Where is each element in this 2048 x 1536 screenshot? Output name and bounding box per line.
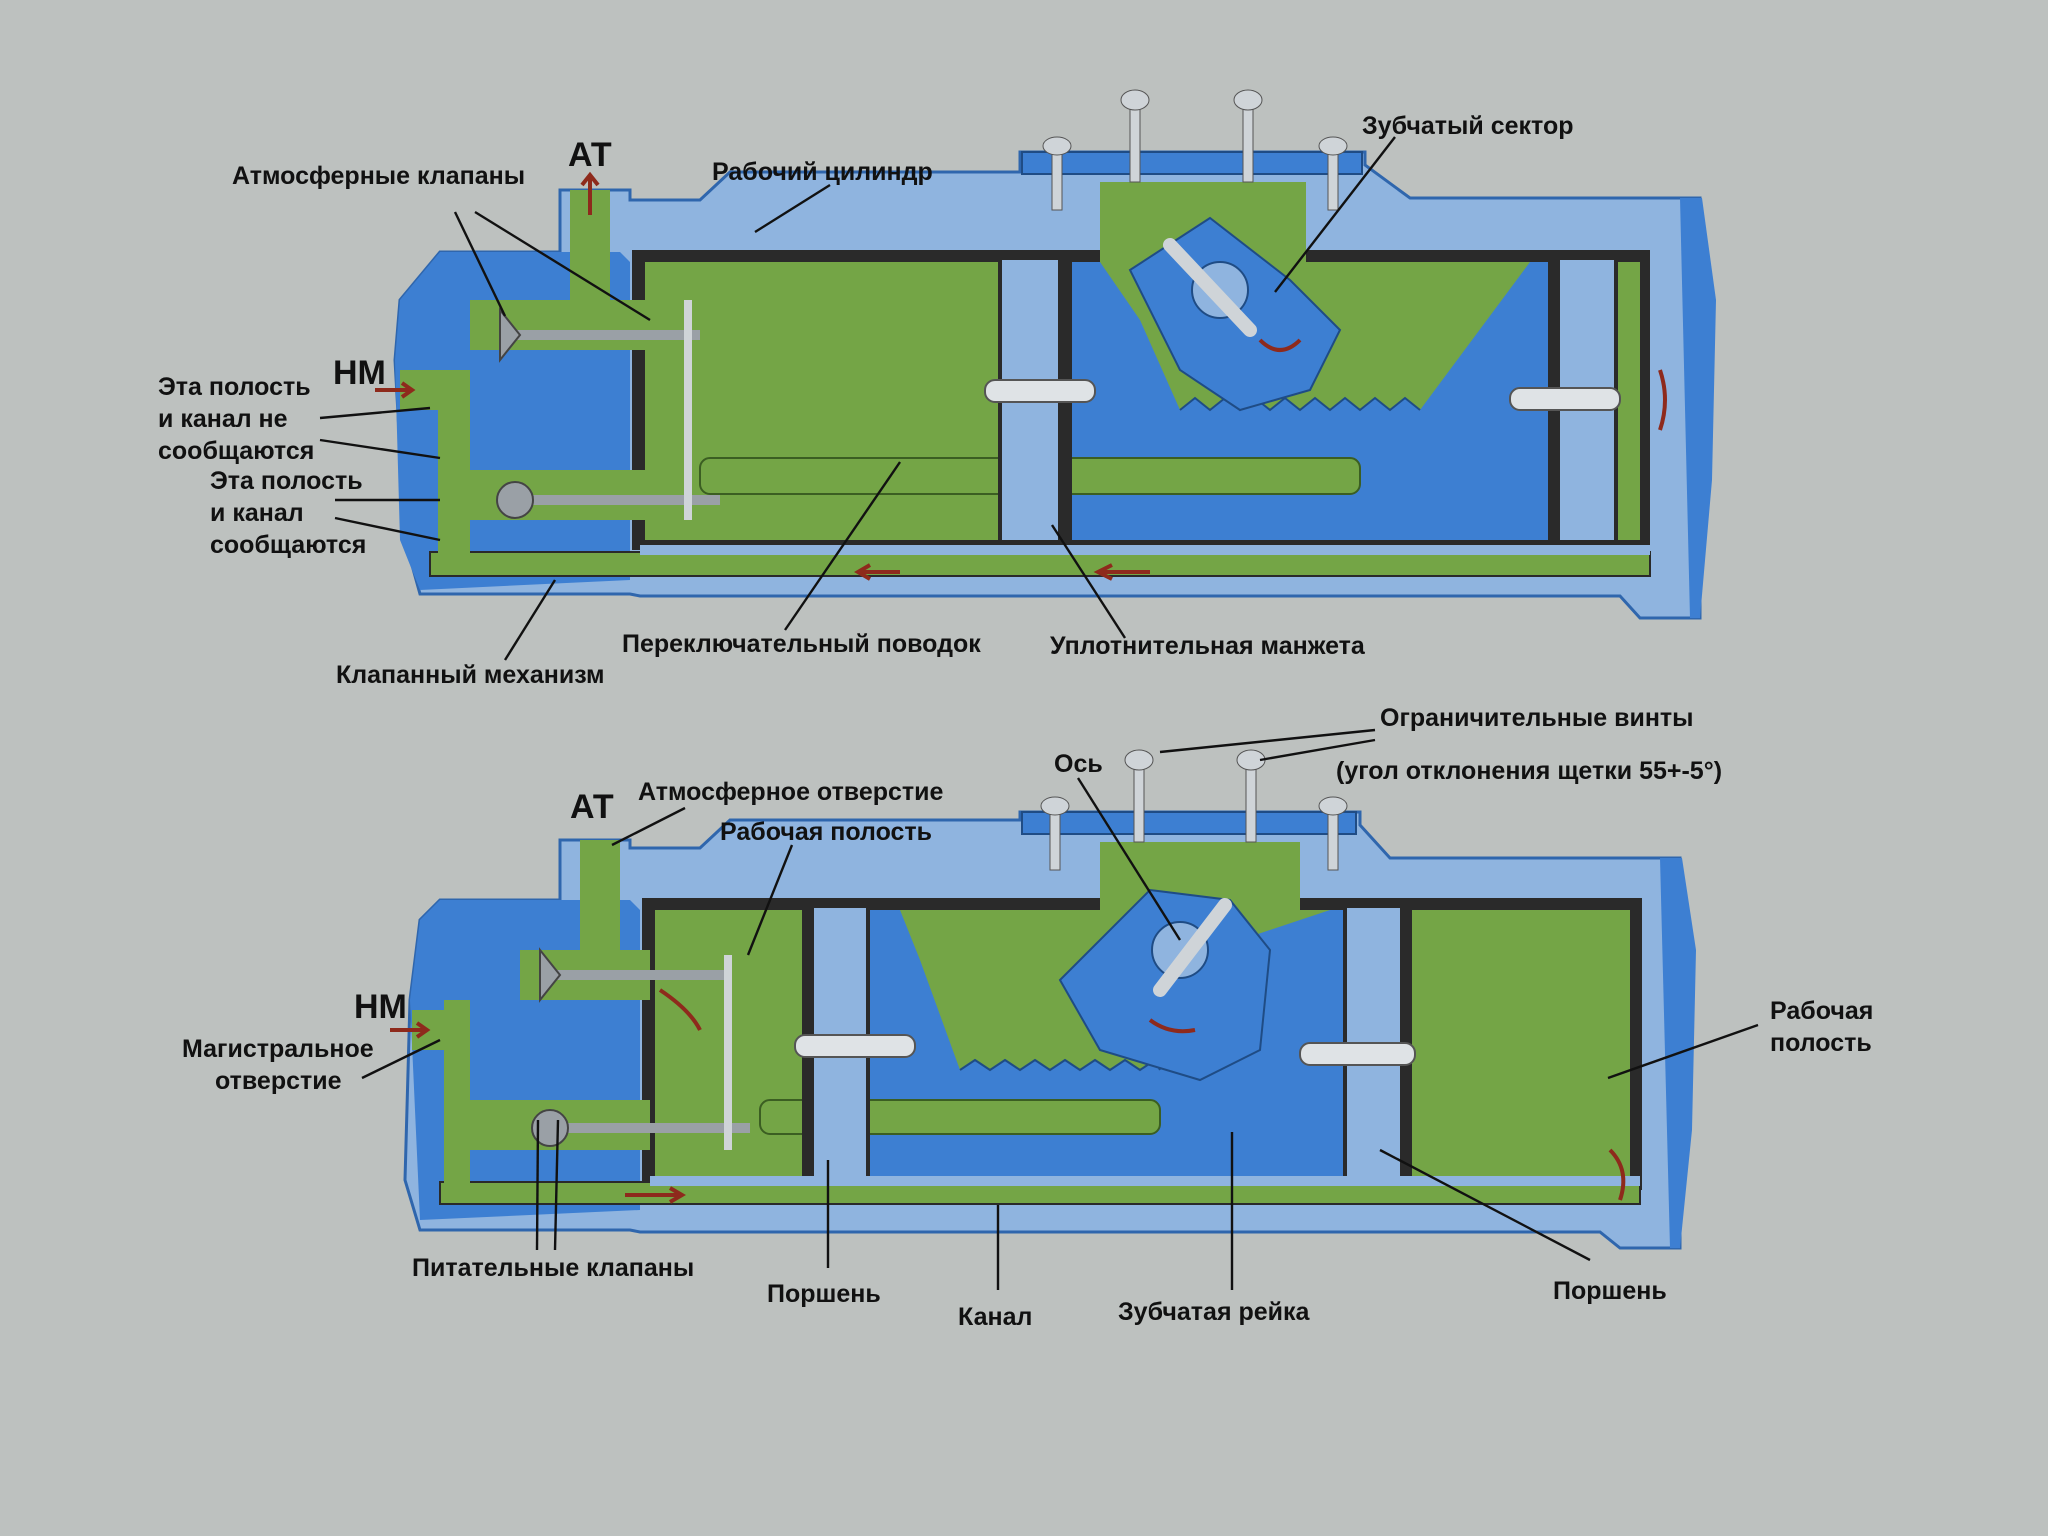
bottom-label-at: АТ bbox=[570, 788, 614, 826]
top-cover-plate bbox=[1021, 151, 1363, 175]
bottom-atm-valve-head bbox=[539, 947, 562, 1003]
top-label-cavity-no-1: Эта полость bbox=[158, 373, 311, 401]
top-label-switch-lever: Переключательный поводок bbox=[622, 630, 981, 658]
bottom-label-working-cavity-r2: полость bbox=[1770, 1029, 1872, 1057]
bottom-label-channel: Канал bbox=[958, 1303, 1032, 1331]
bottom-label-limit-screws: Ограничительные винты bbox=[1380, 704, 1694, 732]
top-label-valve-mechanism: Клапанный механизм bbox=[336, 661, 605, 689]
bottom-label-main-hole-1: Магистральное bbox=[182, 1035, 374, 1063]
top-channel bbox=[429, 551, 1651, 577]
top-right-bolt bbox=[1509, 387, 1621, 411]
top-cross-section: АТ НМ Атмосферные клапаны Рабочий цилинд… bbox=[158, 89, 1716, 689]
bottom-valve-passage bbox=[444, 1000, 470, 1200]
top-nm-inlet bbox=[400, 370, 470, 410]
top-label-cavity-yes-3: сообщаются bbox=[210, 531, 366, 559]
bottom-label-piston-right: Поршень bbox=[1553, 1277, 1667, 1305]
top-rack-teeth bbox=[1179, 396, 1421, 412]
bottom-leader-lines bbox=[361, 728, 1759, 1290]
top-limit-screws bbox=[1042, 89, 1348, 211]
bottom-label-atm-hole: Атмосферное отверстие bbox=[638, 778, 944, 806]
top-label-working-cylinder: Рабочий цилиндр bbox=[712, 158, 933, 186]
bottom-label-gear-rack: Зубчатая рейка bbox=[1118, 1298, 1311, 1326]
bottom-label-nm: НМ bbox=[354, 988, 407, 1026]
top-label-at: АТ bbox=[568, 136, 612, 174]
bottom-label-piston-left: Поршень bbox=[767, 1280, 881, 1308]
top-feed-valve bbox=[496, 481, 534, 519]
bottom-sector-shaft bbox=[1153, 898, 1232, 997]
bottom-flow-arrows bbox=[390, 988, 1626, 1204]
top-leader-lines bbox=[319, 136, 1396, 661]
top-label-nm: НМ bbox=[333, 354, 386, 392]
bottom-label-working-cavity-r1: Рабочая bbox=[1770, 997, 1873, 1025]
bottom-right-bolt bbox=[1299, 1042, 1416, 1066]
top-label-cavity-yes-2: и канал bbox=[210, 499, 304, 527]
bottom-channel-inner bbox=[650, 1176, 1640, 1186]
top-valve-passage bbox=[438, 370, 470, 560]
top-label-cavity-yes-1: Эта полость bbox=[210, 467, 363, 495]
top-left-bolt bbox=[984, 379, 1096, 403]
bottom-left-bolt bbox=[794, 1034, 916, 1058]
top-channel-inner bbox=[640, 545, 1650, 555]
top-label-atm-valves: Атмосферные клапаны bbox=[232, 162, 525, 190]
bottom-label-feed-valves: Питательные клапаны bbox=[412, 1254, 694, 1282]
bottom-label-main-hole-2: отверстие bbox=[215, 1067, 342, 1095]
top-sector-shaft bbox=[1163, 238, 1257, 337]
top-atm-valve-head bbox=[499, 307, 522, 363]
bottom-feed-valve bbox=[531, 1109, 569, 1147]
bottom-at-channel bbox=[580, 840, 620, 950]
top-end-cap bbox=[1680, 198, 1716, 618]
top-at-channel bbox=[570, 190, 610, 300]
bottom-label-working-cavity: Рабочая полость bbox=[720, 818, 932, 846]
top-label-cavity-no-2: и канал не bbox=[158, 405, 288, 433]
top-label-seal-cuff: Уплотнительная манжета bbox=[1050, 632, 1366, 660]
bottom-label-brush-angle: (угол отклонения щетки 55+-5°) bbox=[1336, 757, 1722, 785]
bottom-label-axis: Ось bbox=[1054, 750, 1103, 778]
top-flow-arrows bbox=[375, 171, 1667, 581]
bottom-rack-teeth bbox=[959, 1058, 1161, 1072]
top-label-cavity-no-3: сообщаются bbox=[158, 437, 314, 465]
top-label-gear-sector: Зубчатый сектор bbox=[1362, 112, 1574, 140]
bottom-cover-plate bbox=[1021, 811, 1357, 835]
bottom-cross-section: АТ НМ Атмосферное отверстие Рабочая поло… bbox=[182, 704, 1873, 1331]
bottom-limit-screws bbox=[1040, 749, 1348, 871]
